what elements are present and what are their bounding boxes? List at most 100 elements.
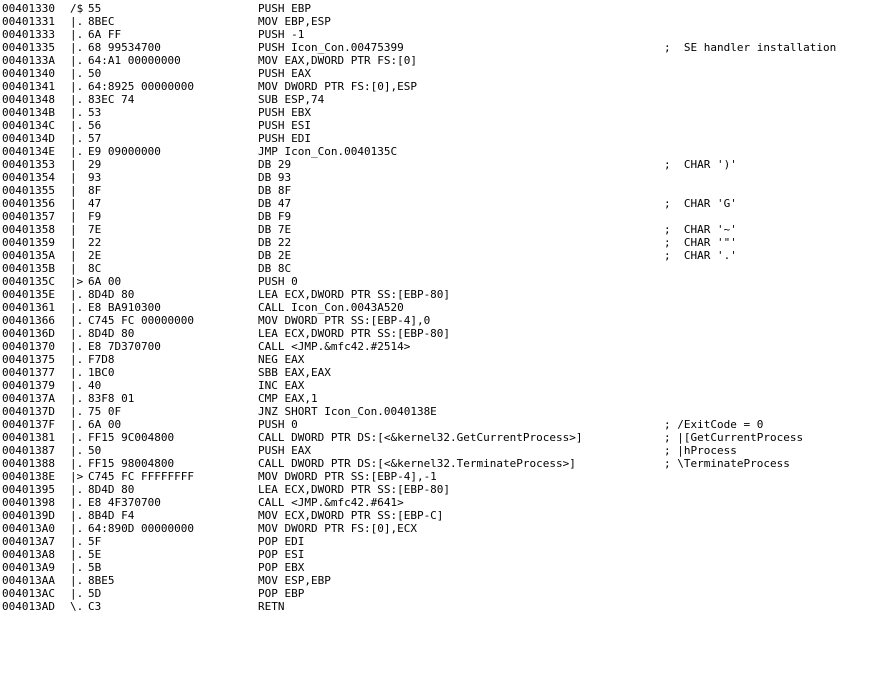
address-cell: 00401357 [2,210,55,223]
disasm-row[interactable]: 00401355 | 8F DB 8F [0,184,880,197]
disasm-row[interactable]: 00401395 |. 8D4D 80 LEA ECX,DWORD PTR SS… [0,483,880,496]
disasm-row[interactable]: 00401361 |. E8 BA910300 CALL Icon_Con.00… [0,301,880,314]
disasm-row[interactable]: 0040135A | 2E DB 2E ; CHAR '.' [0,249,880,262]
disasm-row[interactable]: 0040138E |> C745 FC FFFFFFFF MOV DWORD P… [0,470,880,483]
instruction-cell: MOV DWORD PTR FS:[0],ECX [258,522,417,535]
disasm-row[interactable]: 00401353 | 29 DB 29 ; CHAR ')' [0,158,880,171]
disasm-row[interactable]: 004013A9 |. 5B POP EBX [0,561,880,574]
disasm-row[interactable]: 00401358 | 7E DB 7E ; CHAR '~' [0,223,880,236]
disasm-row[interactable]: 0040137A |. 83F8 01 CMP EAX,1 [0,392,880,405]
hex-bytes-cell: 93 [88,171,102,184]
address-cell: 00401356 [2,197,55,210]
hex-bytes-cell: FF15 98004800 [88,457,175,470]
disasm-row[interactable]: 0040134E |. E9 09000000 JMP Icon_Con.004… [0,145,880,158]
instruction-cell: INC EAX [258,379,305,392]
address-cell: 00401387 [2,444,55,457]
disasm-row[interactable]: 00401348 |. 83EC 74 SUB ESP,74 [0,93,880,106]
disasm-row[interactable]: 00401330 /$ 55 PUSH EBP [0,2,880,15]
address-cell: 00401348 [2,93,55,106]
disasm-row[interactable]: 0040134C |. 56 PUSH ESI [0,119,880,132]
disasm-row[interactable]: 004013A8 |. 5E POP ESI [0,548,880,561]
flow-marker: |. [70,431,84,444]
instruction-cell: PUSH EDI [258,132,311,145]
flow-marker: |. [70,301,84,314]
instruction-cell: PUSH 0 [258,418,298,431]
disasm-row[interactable]: 004013A7 |. 5F POP EDI [0,535,880,548]
hex-bytes-cell: 47 [88,197,102,210]
disasm-row[interactable]: 004013AA |. 8BE5 MOV ESP,EBP [0,574,880,587]
disasm-row[interactable]: 00401341 |. 64:8925 00000000 MOV DWORD P… [0,80,880,93]
comment-cell: ; CHAR ')' [664,158,737,171]
address-cell: 0040134B [2,106,55,119]
disasm-row[interactable]: 004013A0 |. 64:890D 00000000 MOV DWORD P… [0,522,880,535]
disasm-row[interactable]: 0040139D |. 8B4D F4 MOV ECX,DWORD PTR SS… [0,509,880,522]
disasm-row[interactable]: 00401398 |. E8 4F370700 CALL <JMP.&mfc42… [0,496,880,509]
disasm-row[interactable]: 00401366 |. C745 FC 00000000 MOV DWORD P… [0,314,880,327]
flow-marker: |. [70,574,84,587]
flow-marker: |. [70,379,84,392]
instruction-cell: MOV ESP,EBP [258,574,331,587]
disasm-row[interactable]: 00401379 |. 40 INC EAX [0,379,880,392]
hex-bytes-cell: 8D4D 80 [88,327,135,340]
instruction-cell: NEG EAX [258,353,305,366]
disasm-row[interactable]: 00401331 |. 8BEC MOV EBP,ESP [0,15,880,28]
disasm-row[interactable]: 00401381 |. FF15 9C004800 CALL DWORD PTR… [0,431,880,444]
hex-bytes-cell: 6A FF [88,28,122,41]
disassembly-listing[interactable]: 00401330 /$ 55 PUSH EBP 00401331 |. 8BEC… [0,0,880,616]
disasm-row[interactable]: 00401375 |. F7D8 NEG EAX [0,353,880,366]
hex-bytes-cell: 8D4D 80 [88,483,135,496]
instruction-cell: PUSH Icon_Con.00475399 [258,41,404,54]
disasm-row[interactable]: 00401333 |. 6A FF PUSH -1 [0,28,880,41]
disasm-row[interactable]: 0040135E |. 8D4D 80 LEA ECX,DWORD PTR SS… [0,288,880,301]
disasm-row[interactable]: 0040137F |. 6A 00 PUSH 0 ; /ExitCode = 0 [0,418,880,431]
flow-marker: |. [70,340,84,353]
instruction-cell: POP ESI [258,548,305,561]
address-cell: 004013AA [2,574,55,587]
disasm-row[interactable]: 0040133A |. 64:A1 00000000 MOV EAX,DWORD… [0,54,880,67]
flow-marker: |. [70,327,84,340]
address-cell: 00401379 [2,379,55,392]
disasm-row[interactable]: 00401387 |. 50 PUSH EAX ; |hProcess [0,444,880,457]
flow-marker: | [70,236,77,249]
disasm-row[interactable]: 00401335 |. 68 99534700 PUSH Icon_Con.00… [0,41,880,54]
disasm-row[interactable]: 004013AC |. 5D POP EBP [0,587,880,600]
instruction-cell: JNZ SHORT Icon_Con.0040138E [258,405,437,418]
address-cell: 0040133A [2,54,55,67]
disasm-row[interactable]: 0040136D |. 8D4D 80 LEA ECX,DWORD PTR SS… [0,327,880,340]
disasm-row[interactable]: 0040137D |. 75 0F JNZ SHORT Icon_Con.004… [0,405,880,418]
instruction-cell: CALL <JMP.&mfc42.#641> [258,496,404,509]
flow-marker: |. [70,483,84,496]
hex-bytes-cell: 8D4D 80 [88,288,135,301]
disasm-row[interactable]: 00401356 | 47 DB 47 ; CHAR 'G' [0,197,880,210]
hex-bytes-cell: 5F [88,535,102,548]
disasm-row[interactable]: 004013AD \. C3 RETN [0,600,880,613]
address-cell: 0040139D [2,509,55,522]
disasm-row[interactable]: 00401377 |. 1BC0 SBB EAX,EAX [0,366,880,379]
instruction-cell: MOV DWORD PTR FS:[0],ESP [258,80,417,93]
instruction-cell: CALL DWORD PTR DS:[<&kernel32.GetCurrent… [258,431,583,444]
flow-marker: |. [70,496,84,509]
instruction-cell: RETN [258,600,285,613]
hex-bytes-cell: F7D8 [88,353,115,366]
disasm-row[interactable]: 0040134D |. 57 PUSH EDI [0,132,880,145]
disasm-row[interactable]: 00401340 |. 50 PUSH EAX [0,67,880,80]
disasm-row[interactable]: 0040134B |. 53 PUSH EBX [0,106,880,119]
disasm-row[interactable]: 00401388 |. FF15 98004800 CALL DWORD PTR… [0,457,880,470]
comment-cell: ; CHAR '~' [664,223,737,236]
disasm-row[interactable]: 00401370 |. E8 7D370700 CALL <JMP.&mfc42… [0,340,880,353]
disasm-row[interactable]: 00401359 | 22 DB 22 ; CHAR '"' [0,236,880,249]
address-cell: 00401341 [2,80,55,93]
hex-bytes-cell: 53 [88,106,102,119]
instruction-cell: LEA ECX,DWORD PTR SS:[EBP-80] [258,483,451,496]
instruction-cell: SUB ESP,74 [258,93,325,106]
instruction-cell: CALL DWORD PTR DS:[<&kernel32.TerminateP… [258,457,576,470]
disasm-row[interactable]: 0040135B | 8C DB 8C [0,262,880,275]
disasm-row[interactable]: 00401354 | 93 DB 93 [0,171,880,184]
hex-bytes-cell: 5B [88,561,102,574]
disasm-row[interactable]: 00401357 | F9 DB F9 [0,210,880,223]
hex-bytes-cell: 55 [88,2,102,15]
comment-cell: ; CHAR '"' [664,236,737,249]
address-cell: 00401331 [2,15,55,28]
hex-bytes-cell: E9 09000000 [88,145,161,158]
disasm-row[interactable]: 0040135C |> 6A 00 PUSH 0 [0,275,880,288]
